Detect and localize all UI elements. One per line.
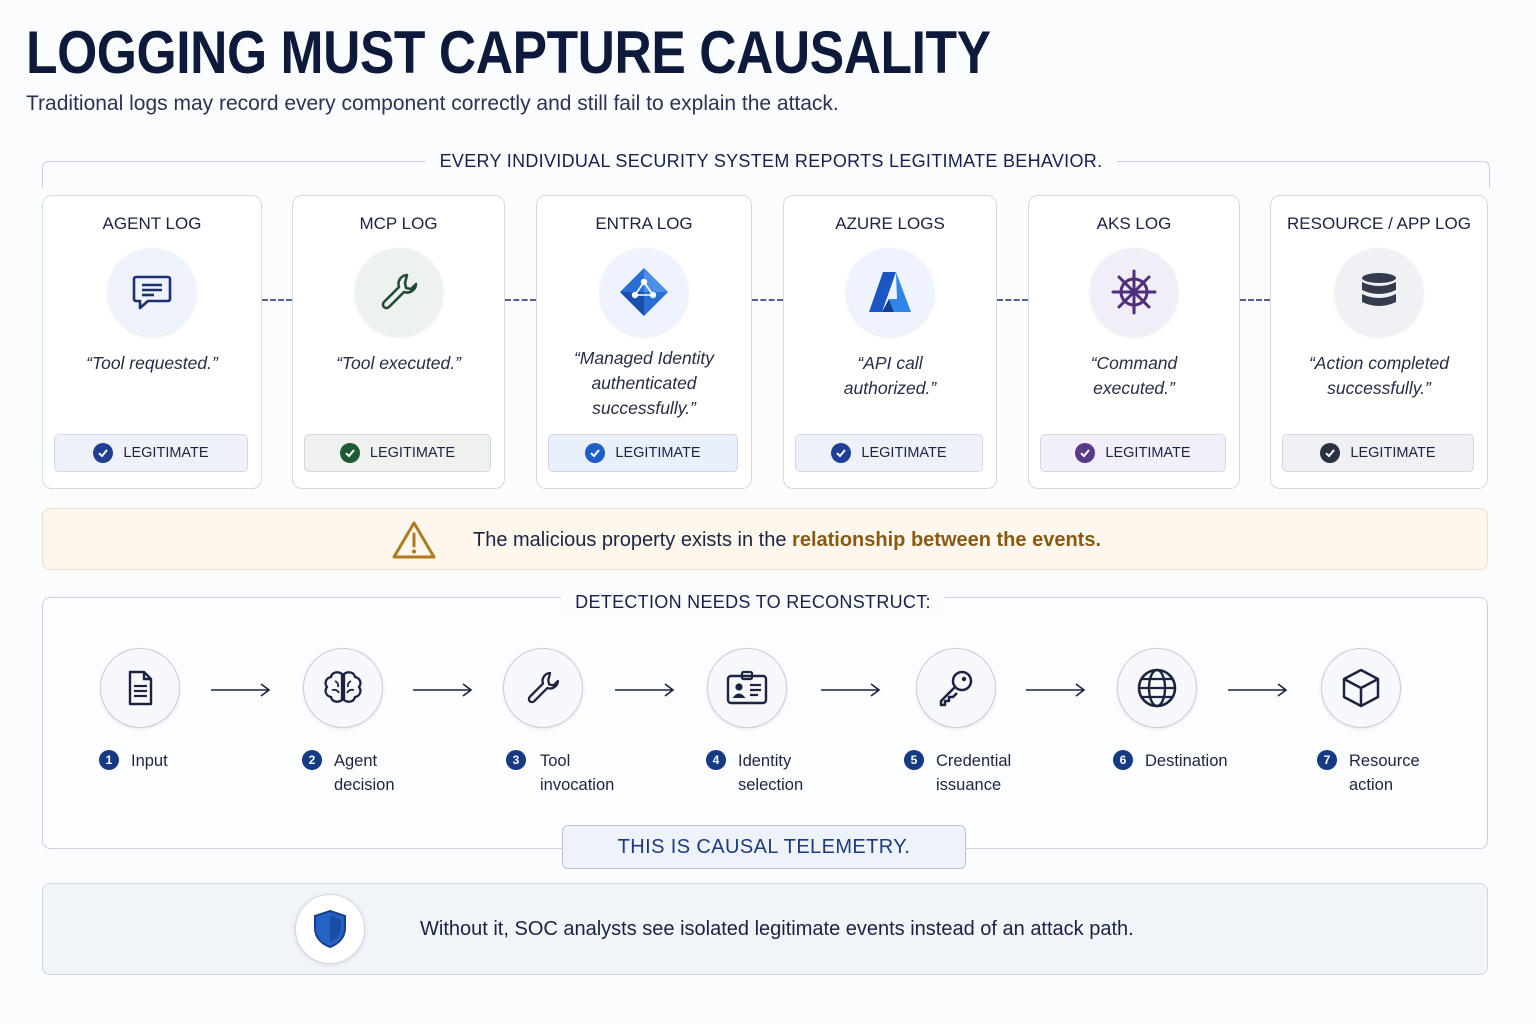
step-number: 5 (904, 750, 924, 770)
step-number: 4 (706, 750, 726, 770)
legitimate-badge: LEGITIMATE (548, 434, 738, 472)
card-quote: “Tool requested.” (86, 353, 218, 373)
card-connector (505, 299, 536, 301)
document-icon (100, 648, 180, 728)
card-mcp-log: MCP LOG “Tool executed.” LEGITIMATE (292, 195, 505, 489)
warning-banner: The malicious property exists in the rel… (42, 508, 1488, 570)
step-number: 7 (1317, 750, 1337, 770)
check-icon (1075, 443, 1096, 463)
globe-icon (1117, 648, 1197, 728)
card-title: AKS LOG (1096, 214, 1172, 233)
check-icon (585, 443, 606, 463)
database-icon (1335, 248, 1423, 336)
card-connector (997, 299, 1028, 301)
entra-icon (600, 248, 688, 336)
card-title: AZURE LOGS (835, 214, 945, 233)
badge-label: LEGITIMATE (615, 445, 701, 461)
badge-label: LEGITIMATE (369, 445, 456, 461)
card-title: RESOURCE / APP LOG (1287, 214, 1471, 233)
page-subtitle: Traditional logs may record every compon… (26, 92, 839, 115)
step-label-identity-selection: Identity selection (738, 752, 804, 794)
helm-icon (1090, 248, 1178, 336)
step-number: 6 (1113, 750, 1133, 770)
step-number: 1 (99, 750, 119, 770)
arrow-right-icon (615, 683, 675, 697)
card-agent-log: AGENT LOG “Tool requested.” LEGITIMATE (42, 195, 262, 489)
card-title: ENTRA LOG (595, 214, 693, 233)
step-label-resource-action: Resource action (1349, 752, 1420, 794)
warning-highlight: relationship between the events. (792, 529, 1101, 551)
card-azure-logs: AZURE LOGS “API call authorized.” LEGITI… (783, 195, 997, 489)
arrow-right-icon (821, 683, 881, 697)
badge-label: LEGITIMATE (861, 445, 947, 461)
brain-icon (303, 648, 383, 728)
step-label-tool-invocation: Tool invocation (540, 752, 615, 794)
card-quote: “Tool executed.” (336, 353, 461, 373)
warning-text: The malicious property exists in the rel… (473, 529, 1101, 551)
warning-icon (391, 520, 437, 564)
step-label-input: Input (131, 752, 168, 770)
step-label-agent-decision: Agent decision (334, 752, 395, 794)
check-icon (831, 443, 852, 463)
legitimate-badge: LEGITIMATE (1282, 434, 1474, 472)
azure-icon (846, 248, 934, 336)
card-quote: “Managed Identity authenticated successf… (573, 348, 715, 418)
card-quote: “API call authorized.” (843, 353, 937, 398)
shield-icon (295, 894, 365, 964)
legitimate-badge: LEGITIMATE (795, 434, 983, 472)
legitimate-badge: LEGITIMATE (1040, 434, 1226, 472)
wrench-icon (503, 648, 583, 728)
step-number: 3 (506, 750, 526, 770)
footer-message-box (42, 883, 1488, 975)
arrow-right-icon (413, 683, 473, 697)
id-card-icon (707, 648, 787, 728)
detection-heading: DETECTION NEEDS TO RECONSTRUCT: (561, 592, 945, 613)
card-title: AGENT LOG (102, 214, 202, 233)
legitimate-badge: LEGITIMATE (304, 434, 491, 472)
check-icon (93, 443, 114, 463)
card-aks-log: AKS LOG “Command executed.” LEGITIMATE (1028, 195, 1240, 489)
card-title: MCP LOG (359, 214, 438, 233)
card-quote: “Action completed successfully.” (1308, 353, 1450, 398)
page-title: LOGGING MUST CAPTURE CAUSALITY (26, 19, 991, 86)
arrow-right-icon (211, 683, 271, 697)
systems-heading: EVERY INDIVIDUAL SECURITY SYSTEM REPORTS… (425, 151, 1117, 172)
card-connector (1240, 299, 1270, 301)
card-entra-log: ENTRA LOG “Managed Identity authenticate… (536, 195, 752, 489)
badge-label: LEGITIMATE (123, 445, 209, 461)
footer-text: Without it, SOC analysts see isolated le… (420, 918, 1134, 940)
key-icon (916, 648, 996, 728)
card-quote: “Command executed.” (1090, 353, 1178, 398)
causal-telemetry-callout: THIS IS CAUSAL TELEMETRY. (562, 825, 966, 869)
arrow-right-icon (1026, 683, 1086, 697)
card-connector (752, 299, 783, 301)
arrow-right-icon (1228, 683, 1288, 697)
card-resource-app-log: RESOURCE / APP LOG “Action completed suc… (1270, 195, 1488, 489)
step-label-credential-issuance: Credential issuance (936, 752, 1012, 794)
card-connector (262, 299, 292, 301)
badge-label: LEGITIMATE (1105, 445, 1191, 461)
check-icon (1320, 443, 1341, 463)
chat-icon (108, 248, 196, 336)
wrench-icon (354, 248, 443, 336)
step-number: 2 (302, 750, 322, 770)
legitimate-badge: LEGITIMATE (54, 434, 248, 472)
check-icon (339, 443, 360, 463)
badge-label: LEGITIMATE (1350, 445, 1436, 461)
cube-icon (1321, 648, 1401, 728)
step-label-destination: Destination (1145, 752, 1228, 770)
